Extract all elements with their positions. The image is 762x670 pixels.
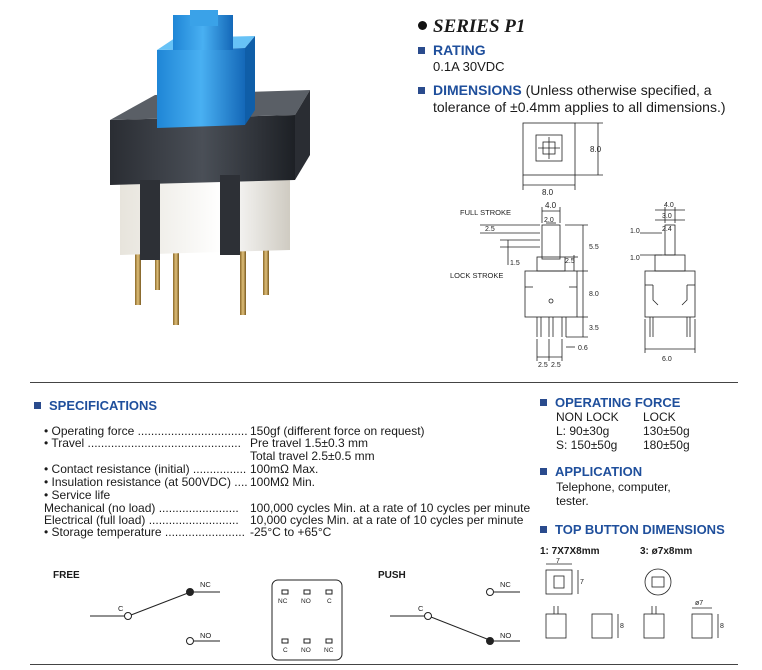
top-button-opt3: 3: ø7x8mm — [640, 546, 693, 557]
top-button-heading: TOP BUTTON DIMENSIONS — [540, 522, 725, 537]
svg-text:3.5: 3.5 — [589, 325, 599, 332]
of-col2: LOCK — [643, 410, 676, 424]
spec-value: 100mΩ Max. — [250, 462, 319, 476]
full-stroke-label: FULL STROKE — [460, 208, 511, 217]
svg-text:NO: NO — [500, 631, 511, 640]
circuit-diagrams: NC C NO NC NO C C NO NC NC C NO — [90, 579, 520, 661]
svg-text:2.5: 2.5 — [538, 362, 548, 369]
svg-text:2.5: 2.5 — [565, 258, 575, 265]
spec-label: • Storage temperature ..................… — [44, 525, 245, 539]
lock-stroke-label: LOCK STROKE — [450, 271, 503, 280]
svg-text:C: C — [118, 604, 124, 613]
spec-value: 100MΩ Min. — [250, 475, 315, 489]
dimensions-heading: DIMENSIONS (Unless otherwise specified, … — [418, 82, 712, 98]
svg-text:8.0: 8.0 — [589, 291, 599, 298]
svg-text:7: 7 — [580, 579, 584, 586]
svg-text:2.5: 2.5 — [485, 226, 495, 233]
bottom-divider — [30, 664, 738, 665]
spec-label: • Travel ...............................… — [44, 436, 241, 450]
square-bullet-icon — [540, 526, 547, 534]
spec-value: 10,000 cycles Min. at a rate of 10 cycle… — [250, 513, 524, 527]
svg-text:8: 8 — [620, 623, 624, 630]
spec-label: • Insulation resistance (at 500VDC) .... — [44, 475, 248, 489]
svg-text:1.0: 1.0 — [630, 228, 640, 235]
spec-value: 150gf (different force on request) — [250, 424, 425, 438]
spec-label: • Service life — [44, 488, 111, 502]
svg-text:6.0: 6.0 — [662, 356, 672, 363]
spec-value: Total travel 2.5±0.5 mm — [250, 449, 375, 463]
product-photo — [110, 10, 310, 325]
spec-value: 100,000 cycles Min. at a rate of 10 cycl… — [250, 501, 531, 515]
operating-force-heading: OPERATING FORCE — [540, 395, 680, 410]
of-l-nonlock: L: 90±30g — [556, 424, 610, 438]
application-line1: Telephone, computer, — [556, 480, 671, 494]
of-col1: NON LOCK — [556, 410, 619, 424]
svg-text:NO: NO — [301, 647, 311, 654]
dim-top-width: 8.0 — [542, 188, 554, 197]
application-line2: tester. — [556, 494, 589, 508]
application-heading: APPLICATION — [540, 464, 642, 479]
section-divider — [30, 382, 738, 383]
svg-text:NC: NC — [200, 580, 211, 589]
square-bullet-icon — [418, 86, 425, 94]
dimension-drawing: 8.0 8.0 FULL STROKE LOCK STROKE 4.0 2.0 … — [450, 122, 696, 369]
dim-top-height: 8.0 — [590, 145, 602, 154]
rating-label: RATING — [418, 42, 486, 58]
svg-text:C: C — [418, 604, 424, 613]
of-s-nonlock: S: 150±50g — [556, 438, 618, 452]
series-title: SERIES P1 — [418, 16, 525, 38]
svg-text:1.0: 1.0 — [630, 255, 640, 262]
top-button-drawing: 7 7 8 ø7 8 — [545, 558, 724, 639]
svg-text:NC: NC — [278, 598, 288, 605]
spec-label: • Contact resistance (initial) .........… — [44, 462, 247, 476]
svg-text:2.5: 2.5 — [551, 362, 561, 369]
of-s-lock: 180±50g — [643, 438, 690, 452]
spec-label: Mechanical (no load) ...................… — [44, 501, 239, 515]
svg-text:NO: NO — [301, 598, 311, 605]
spec-label: • Operating force ......................… — [44, 424, 248, 438]
svg-text:ø7: ø7 — [695, 600, 703, 607]
dimensions-note: tolerance of ±0.4mm applies to all dimen… — [433, 99, 726, 115]
svg-text:0.6: 0.6 — [578, 345, 588, 352]
svg-text:2.4: 2.4 — [662, 226, 672, 233]
svg-text:1.5: 1.5 — [510, 260, 520, 267]
push-label: PUSH — [378, 570, 406, 581]
spec-value: Pre travel 1.5±0.3 mm — [250, 436, 368, 450]
spec-label: Electrical (full load) .................… — [44, 513, 239, 527]
svg-text:NC: NC — [324, 647, 334, 654]
bullet-icon — [418, 21, 427, 31]
svg-text:NO: NO — [200, 631, 211, 640]
square-bullet-icon — [34, 402, 41, 410]
svg-text:4.0: 4.0 — [545, 201, 557, 210]
svg-text:7: 7 — [556, 558, 560, 565]
svg-text:8: 8 — [720, 623, 724, 630]
top-button-opt1: 1: 7X7X8mm — [540, 546, 600, 557]
free-label: FREE — [53, 570, 80, 581]
svg-text:NC: NC — [500, 580, 511, 589]
square-bullet-icon — [418, 46, 425, 54]
square-bullet-icon — [540, 468, 547, 476]
svg-text:C: C — [327, 598, 332, 605]
spec-value: -25°C to +65°C — [250, 525, 332, 539]
rating-value: 0.1A 30VDC — [433, 59, 505, 74]
top-view-body — [522, 122, 576, 176]
svg-text:2.0: 2.0 — [544, 217, 554, 224]
svg-text:C: C — [283, 647, 288, 654]
svg-text:5.5: 5.5 — [589, 244, 599, 251]
svg-text:4.0: 4.0 — [664, 202, 674, 209]
of-l-lock: 130±50g — [643, 424, 690, 438]
svg-text:3.0: 3.0 — [662, 213, 672, 220]
square-bullet-icon — [540, 399, 547, 407]
specifications-heading: SPECIFICATIONS — [34, 398, 157, 413]
